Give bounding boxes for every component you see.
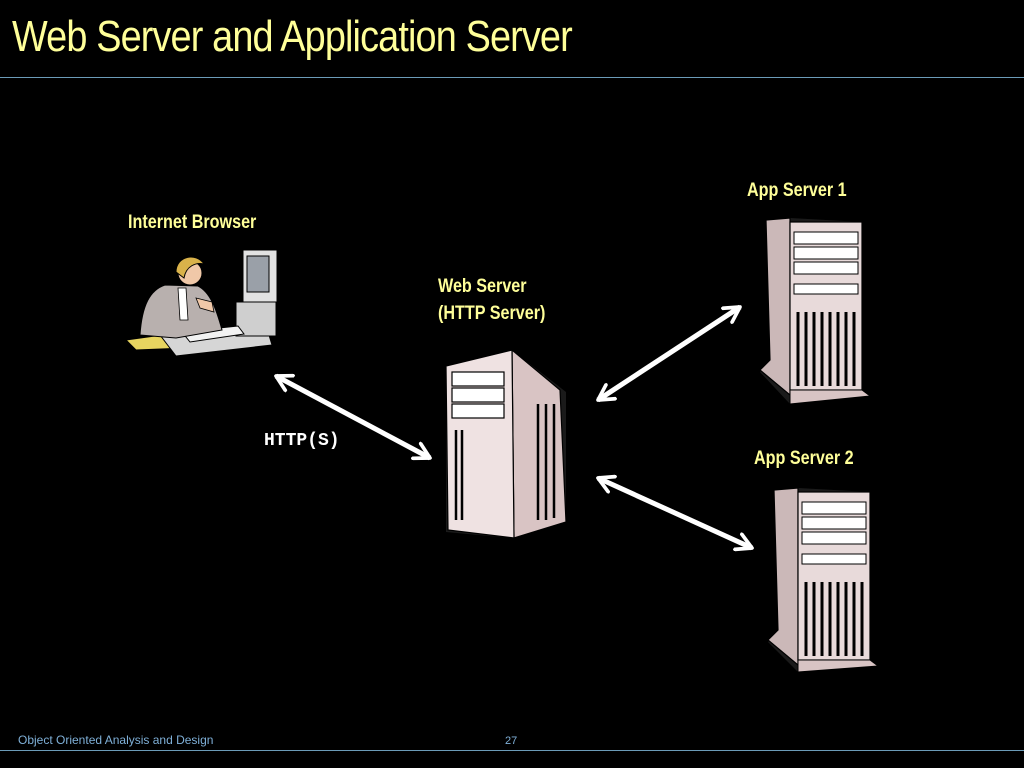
page-number: 27 [505,735,518,747]
webserver-appserver1-arrow [598,304,740,403]
webserver-appserver2-arrow [598,478,752,548]
web-server-icon [445,348,567,539]
web-server-sublabel: (HTTP Server) [438,303,546,324]
internet-browser-label: Internet Browser [128,212,257,233]
browser-webserver-arrow [276,373,430,461]
footer-course-title: Object Oriented Analysis and Design [18,733,214,747]
person-at-computer-icon [124,249,278,357]
app-server-2-icon [767,487,880,673]
app-server-2-label: App Server 2 [754,448,854,469]
slide-title: Web Server and Application Server [12,12,573,61]
app-server-1-icon [759,217,872,405]
web-server-label: Web Server [438,276,527,297]
app-server-1-label: App Server 1 [747,180,847,201]
footer-divider [0,750,1024,751]
title-divider [0,77,1024,78]
